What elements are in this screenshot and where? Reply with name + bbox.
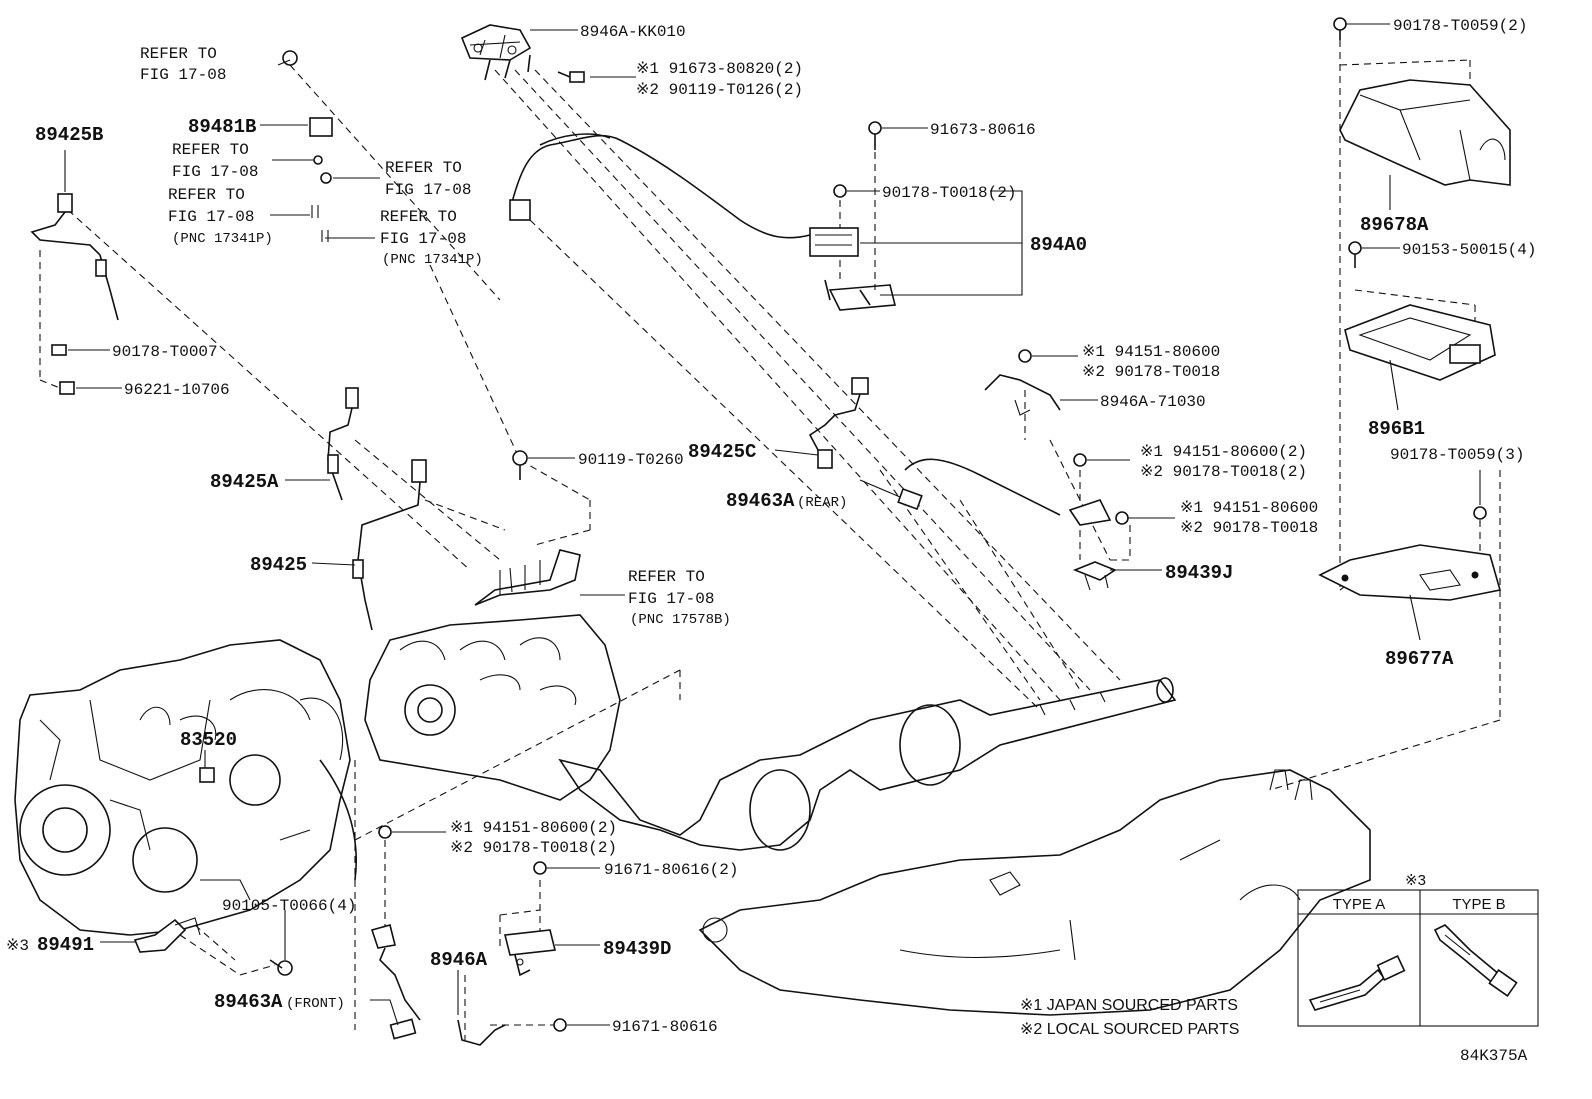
label-89463a-front-note: (FRONT) xyxy=(286,996,345,1012)
sensor-89481b-drawing xyxy=(282,50,333,242)
label-89678a: 89678A xyxy=(1360,214,1429,236)
ref-3-line2: FIG 17-08 xyxy=(168,208,254,226)
harness-8946a-71030-drawing xyxy=(984,349,1061,416)
label-89425a: 89425A xyxy=(210,471,279,493)
legend-type-a: TYPE A xyxy=(1333,896,1386,913)
sensor-89425b-drawing xyxy=(30,193,119,321)
ref-1-line2: FIG 17-08 xyxy=(140,66,226,84)
sensor-89463a-rear-drawing xyxy=(897,458,1061,516)
label-90178-t0018-2: 90178-T0018(2) xyxy=(882,184,1016,202)
transmission-drawing xyxy=(364,614,621,801)
sensor-89491-drawing xyxy=(133,917,293,976)
label-89425b: 89425B xyxy=(35,124,103,146)
label-89491: 89491 xyxy=(37,934,94,956)
label-8946a-71030: 8946A-71030 xyxy=(1100,393,1206,411)
part-labels: 8946A-KK010 ※1 91673-80820(2) ※2 90119-T… xyxy=(6,17,1536,1036)
engine-drawing xyxy=(14,639,358,936)
legend-type-b: TYPE B xyxy=(1452,896,1505,913)
label-91671-80616-2: 91671-80616(2) xyxy=(604,861,738,879)
note-local-sourced: ※2 LOCAL SOURCED PARTS xyxy=(1020,1021,1239,1038)
wire-harness-894a0-drawing xyxy=(509,133,811,239)
label-8946a: 8946A xyxy=(430,949,488,971)
label-90105-t0066: 90105-T0066(4) xyxy=(222,897,356,915)
sensor-89463a-front-drawing xyxy=(370,825,421,1040)
label-90178-t0059-3: 90178-T0059(3) xyxy=(1390,446,1524,464)
label-90119-t0126: ※2 90119-T0126(2) xyxy=(636,81,803,99)
harness-8946a-drawing xyxy=(457,1018,567,1046)
label-96221-10706: 96221-10706 xyxy=(124,381,230,399)
ref-6-line2: FIG 17-08 xyxy=(628,590,714,608)
fuel-tank-drawing xyxy=(698,769,1371,1016)
label-89439j: 89439J xyxy=(1165,562,1233,584)
ref-5-line1: REFER TO xyxy=(380,208,457,226)
label-89463a-front: 89463A xyxy=(214,991,283,1013)
ref-2-line1: REFER TO xyxy=(172,141,249,159)
ref-6-line1: REFER TO xyxy=(628,568,705,586)
clips-drawing xyxy=(51,344,75,395)
label-90119-t0260: 90119-T0260 xyxy=(578,451,684,469)
label-89439d: 89439D xyxy=(603,938,671,960)
ref-4-line1: REFER TO xyxy=(385,159,462,177)
bracket-89439d-drawing xyxy=(504,861,556,977)
label-89425: 89425 xyxy=(250,554,307,576)
ref-6-pnc: (PNC 17578B) xyxy=(630,612,731,628)
label-90178-t0059-2: 90178-T0059(2) xyxy=(1393,17,1527,35)
bolt-90119-drawing xyxy=(512,450,528,480)
sensor-89425c-drawing xyxy=(808,377,869,469)
legend-mark: ※3 xyxy=(1405,872,1426,889)
leader-lines xyxy=(64,23,1481,1026)
label-89463a-rear-note: (REAR) xyxy=(797,495,847,511)
label-83520: 83520 xyxy=(180,729,237,751)
label-90178-t0018-b: ※2 90178-T0018 xyxy=(1180,519,1318,537)
ref-4-line2: FIG 17-08 xyxy=(385,181,471,199)
label-91673-80820: ※1 91673-80820(2) xyxy=(636,60,803,78)
ref-5-line2: FIG 17-08 xyxy=(380,230,466,248)
ref-3-line1: REFER TO xyxy=(168,186,245,204)
source-notes: ※1 JAPAN SOURCED PARTS ※2 LOCAL SOURCED … xyxy=(1020,997,1239,1038)
bolt-drawing xyxy=(557,71,585,83)
exhaust-drawing xyxy=(558,677,1177,851)
ecu-896b1-drawing xyxy=(1344,241,1496,381)
label-90178-t0018-a: ※2 90178-T0018 xyxy=(1082,363,1220,381)
label-94151-80600-2a: ※1 94151-80600(2) xyxy=(1140,443,1307,461)
label-90178-t0018-2a: ※2 90178-T0018(2) xyxy=(1140,463,1307,481)
label-90178-t0018-2b: ※2 90178-T0018(2) xyxy=(450,839,617,857)
label-89463a-rear: 89463A xyxy=(726,490,795,512)
diagram-id: 84K375A xyxy=(1460,1047,1528,1065)
type-a-sensor-drawing xyxy=(1308,955,1406,1011)
ref-3-pnc: (PNC 17341P) xyxy=(172,231,273,247)
bracket-89677a-drawing xyxy=(1318,506,1502,601)
label-91671-80616: 91671-80616 xyxy=(612,1018,718,1036)
dashed-guides xyxy=(39,40,1501,1040)
label-91673-80616: 91673-80616 xyxy=(930,121,1036,139)
type-legend-box: ※3 TYPE A TYPE B xyxy=(1297,872,1539,1027)
ref-2-line2: FIG 17-08 xyxy=(172,163,258,181)
label-90178-t0007: 90178-T0007 xyxy=(112,343,218,361)
ref-1-line1: REFER TO xyxy=(140,45,217,63)
label-89481b: 89481B xyxy=(188,116,256,138)
module-894a0-drawing xyxy=(809,121,897,311)
label-896b1: 896B1 xyxy=(1368,418,1425,440)
engine-bracket-drawing xyxy=(474,549,581,606)
bracket-89439j-drawing xyxy=(1068,453,1129,591)
module-8946a-kk010-drawing xyxy=(460,24,532,81)
label-89425c: 89425C xyxy=(688,441,756,463)
ref-5-pnc: (PNC 17341P) xyxy=(382,252,483,268)
sensor-89425a-drawing xyxy=(327,387,359,501)
type-b-sensor-drawing xyxy=(1433,924,1518,997)
label-89677a: 89677A xyxy=(1385,648,1454,670)
label-89491-mark: ※3 xyxy=(6,937,29,955)
sensor-89425-drawing xyxy=(352,459,427,631)
label-94151-80600-b: ※1 94151-80600 xyxy=(1180,499,1318,517)
label-8946a-kk010: 8946A-KK010 xyxy=(580,23,686,41)
label-94151-80600-2b: ※1 94151-80600(2) xyxy=(450,819,617,837)
cover-89678a-drawing xyxy=(1333,17,1511,186)
note-japan-sourced: ※1 JAPAN SOURCED PARTS xyxy=(1020,997,1238,1014)
label-894a0: 894A0 xyxy=(1030,234,1087,256)
label-90153-50015: 90153-50015(4) xyxy=(1402,241,1536,259)
label-94151-80600-a: ※1 94151-80600 xyxy=(1082,343,1220,361)
